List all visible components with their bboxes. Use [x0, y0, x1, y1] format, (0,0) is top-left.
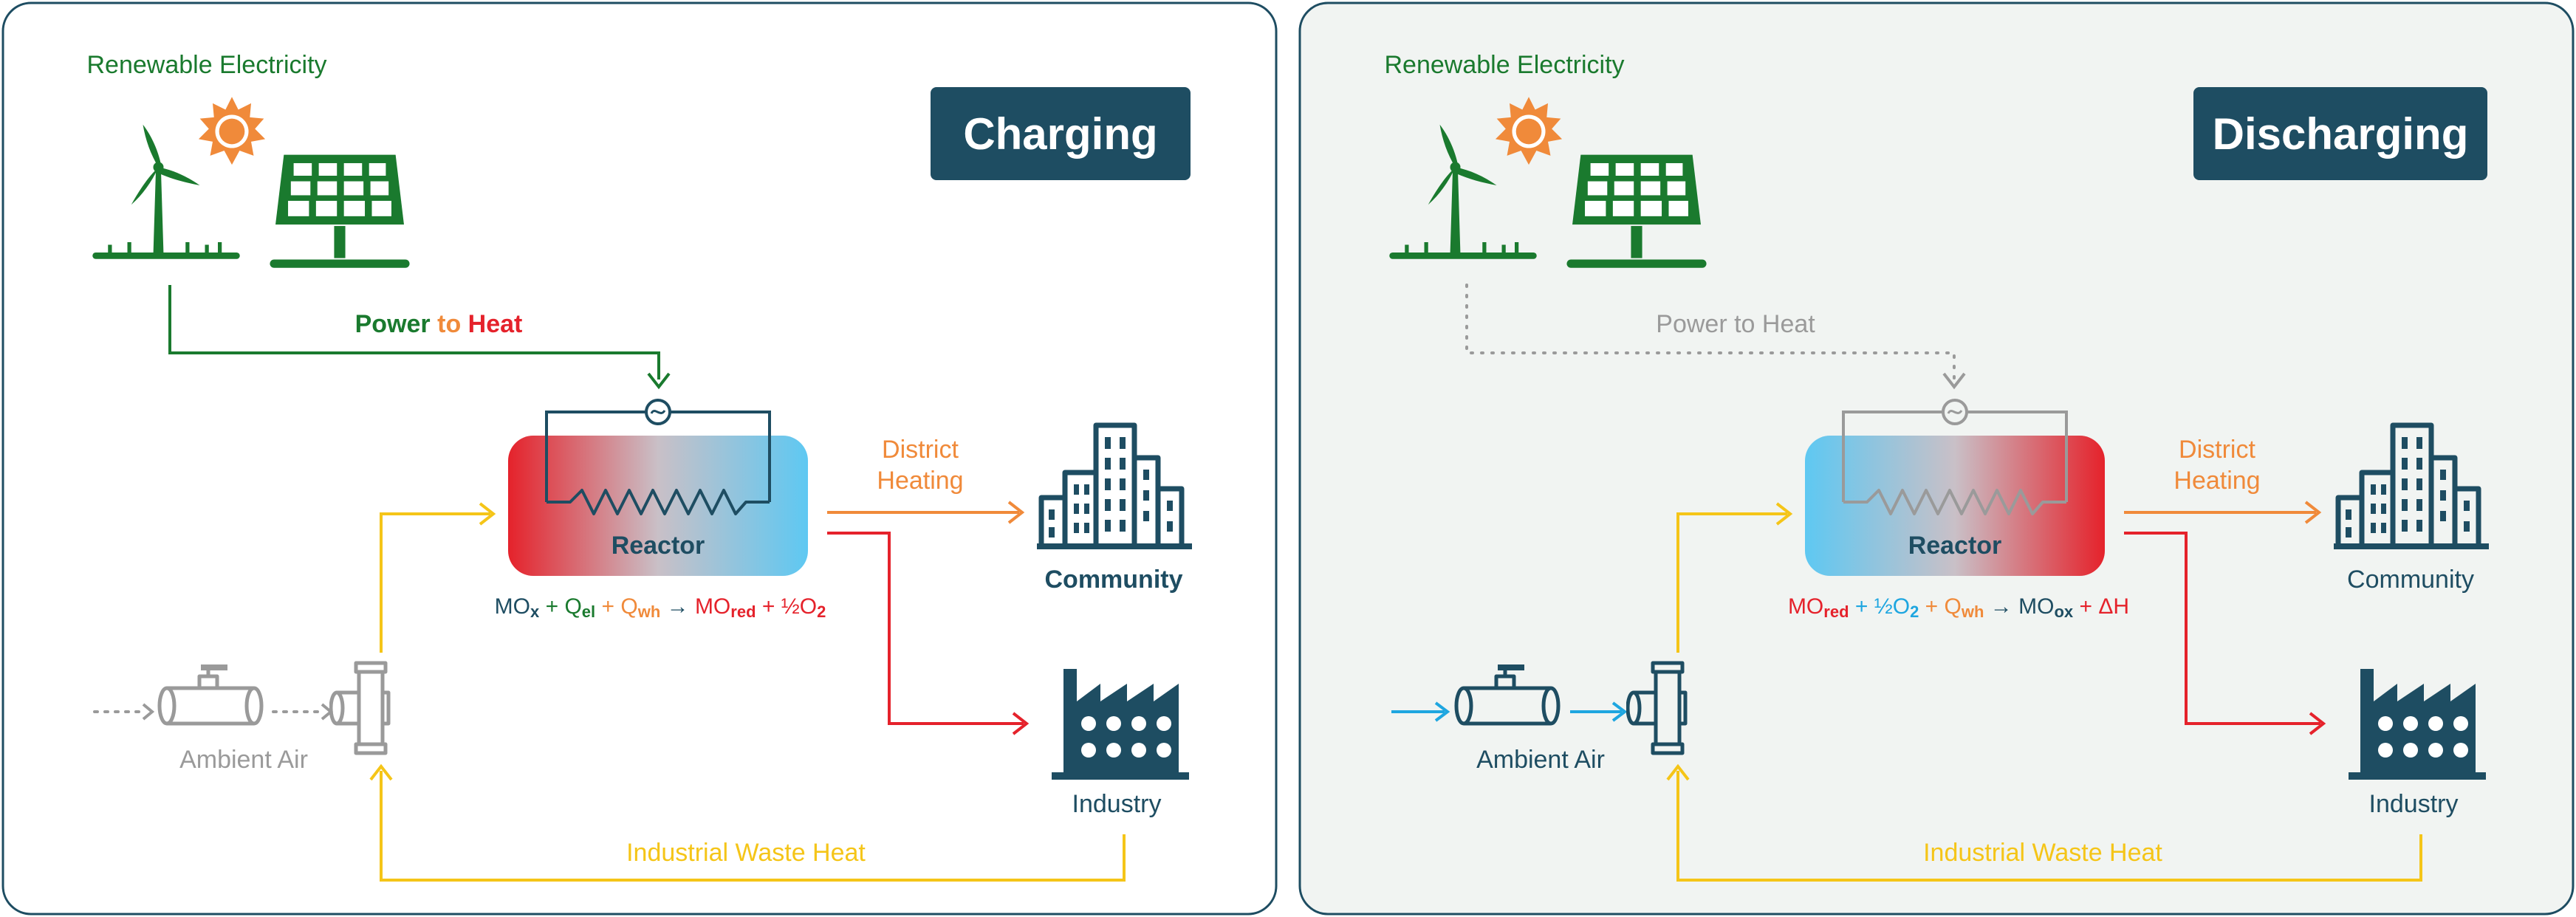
power-to-heat-label: Power to Heat [355, 310, 523, 338]
reactor [508, 436, 808, 576]
reactor-label: Reactor [612, 532, 705, 560]
industry-heat-arrow [827, 532, 1024, 725]
panel-title: Charging [963, 109, 1157, 159]
district-label-line2: Heating [2174, 467, 2260, 495]
preheated-air-line [1676, 512, 1787, 653]
discharging-panel: Renewable Electricity Discharging Power … [1298, 1, 2575, 916]
power-to-heat-line [1465, 284, 1956, 379]
preheated-air-line [380, 512, 490, 653]
reactor [1805, 436, 2105, 576]
power-to-heat-line [168, 285, 660, 379]
charging-equation: MOx + Qel + Qwh → MOred + ½O2 [495, 594, 826, 621]
renewable-electricity-label: Renewable Electricity [1384, 51, 1624, 79]
waste-heat-label: Industrial Waste Heat [1923, 839, 2162, 867]
waste-heat-label: Industrial Waste Heat [626, 839, 866, 867]
charging-badge [931, 87, 1191, 180]
heater-coil [1843, 489, 2066, 515]
district-label-line2: Heating [877, 467, 963, 495]
reactor-label: Reactor [1908, 532, 2002, 560]
heater-coil [547, 489, 770, 515]
community-label: Community [2347, 566, 2474, 594]
discharging-equation: MOred + ½O2 + Qwh → MOox + ΔH [1788, 594, 2129, 621]
power-arrowhead [647, 372, 671, 390]
panel-title: Discharging [2213, 109, 2469, 159]
ambient-air-label: Ambient Air [1476, 746, 1605, 774]
industry-heat-arrow [2124, 532, 2320, 725]
industry-label: Industry [1072, 790, 1162, 818]
renewable-electricity-label: Renewable Electricity [86, 51, 326, 79]
community-label: Community [1045, 566, 1183, 594]
district-label-line1: District [2179, 436, 2255, 464]
ambient-air-label: Ambient Air [179, 746, 308, 774]
discharging-badge [2193, 87, 2487, 180]
district-label-line1: District [882, 436, 959, 464]
waste-heat-loop [1676, 771, 2422, 882]
charging-panel: Renewable Electricity Charging Power to … [1, 1, 1278, 916]
power-to-heat-label: Power to Heat [1656, 310, 1815, 338]
industry-label: Industry [2369, 790, 2459, 818]
waste-heat-loop [380, 771, 1126, 882]
